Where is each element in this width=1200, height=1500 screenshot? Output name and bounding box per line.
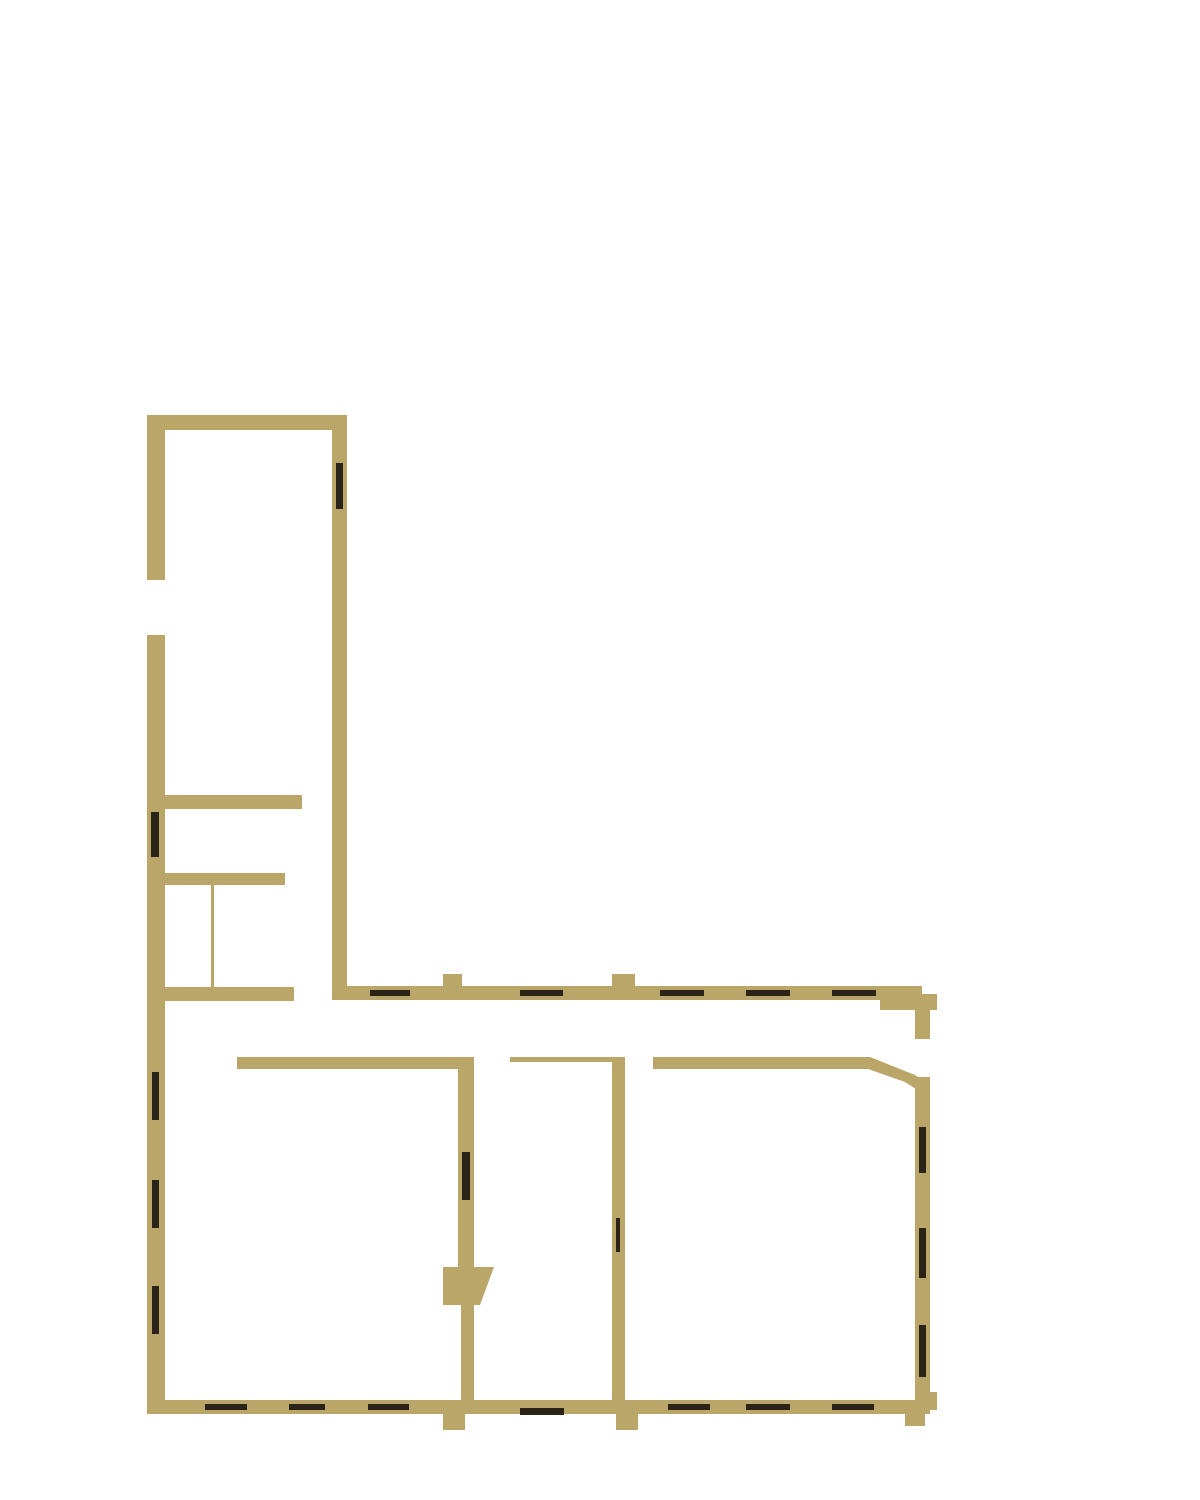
- window-bottom-3: [368, 1404, 409, 1410]
- stair-wedge: [443, 1267, 494, 1305]
- bottom-post-1: [443, 1410, 465, 1430]
- corridor-right-stub: [915, 994, 930, 1039]
- walls: [147, 415, 937, 1430]
- bottom-right-top-wall: [653, 1057, 870, 1069]
- window-right-3: [919, 1325, 926, 1377]
- window-corridor-5: [832, 990, 876, 996]
- window-bottom-4: [520, 1408, 564, 1415]
- window-divider: [462, 1152, 470, 1200]
- wall-right-vertical: [332, 415, 347, 995]
- wall-top: [147, 415, 347, 430]
- window-corridor-4: [746, 990, 790, 996]
- window-left-4: [152, 1286, 159, 1334]
- window-corridor-1: [370, 990, 410, 996]
- window-right-1: [919, 1127, 926, 1173]
- window-middle-divider: [616, 1218, 620, 1252]
- window-bottom-5: [668, 1404, 710, 1410]
- partition-3: [147, 987, 294, 1001]
- window-left-1: [151, 812, 159, 857]
- partition-1: [147, 795, 302, 809]
- window-left-2: [152, 1072, 159, 1120]
- window-bottom-7: [832, 1404, 874, 1410]
- bottom-post-2: [616, 1410, 638, 1430]
- bottom-post-4: [925, 1392, 937, 1410]
- corridor-post-2: [612, 974, 635, 988]
- bottom-post-3: [905, 1410, 925, 1426]
- window-bottom-2: [289, 1404, 325, 1410]
- bottom-wall: [147, 1400, 930, 1414]
- window-upper-right: [336, 463, 343, 509]
- bottom-left-divider-lower: [461, 1300, 474, 1410]
- window-bottom-6: [746, 1404, 790, 1410]
- corridor-top-wall: [332, 986, 922, 1000]
- wall-left-mid: [147, 635, 165, 815]
- window-bottom-1: [205, 1404, 247, 1410]
- corridor-post-1: [443, 974, 462, 988]
- window-corridor-3: [660, 990, 704, 996]
- window-corridor-2: [520, 990, 563, 996]
- window-left-3: [152, 1180, 159, 1228]
- bottom-middle-top-wall: [510, 1057, 622, 1062]
- wall-left-upper: [147, 415, 165, 580]
- partition-2: [147, 873, 285, 885]
- partition-thin: [211, 885, 214, 987]
- bottom-left-top-wall: [237, 1057, 472, 1069]
- windows: [151, 463, 926, 1415]
- corner-angle-wall: [868, 1057, 930, 1098]
- window-right-2: [919, 1228, 926, 1278]
